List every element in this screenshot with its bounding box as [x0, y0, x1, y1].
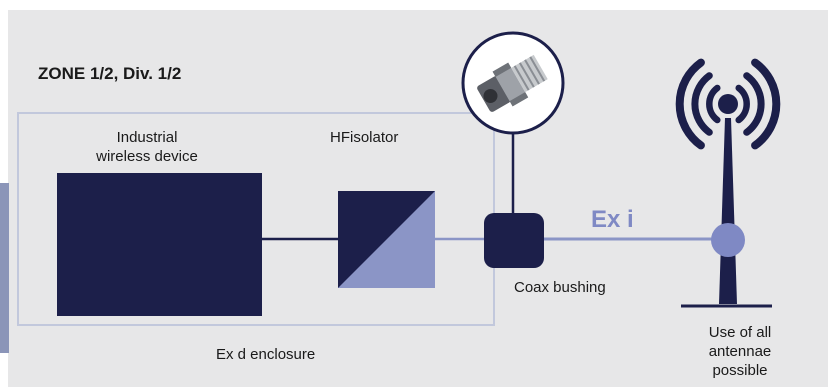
enclosure-label: Ex d enclosure: [216, 346, 316, 363]
industrial-wireless-device-block: [57, 173, 262, 316]
antenna-icon: [681, 94, 772, 308]
antenna-label-line-2: antennae possible: [708, 343, 772, 379]
device-label-line-2: wireless device: [96, 148, 198, 165]
coax-bushing-block: [484, 213, 544, 268]
device-label: Industrial wireless device: [82, 128, 212, 166]
radio-waves-icon: [675, 58, 781, 150]
antenna-label-line-1: Use of all: [708, 324, 772, 341]
isolator-label: HFisolator: [330, 129, 399, 146]
antenna-label: Use of all antennae possible: [680, 323, 800, 380]
ex-i-label: Ex i: [591, 206, 634, 233]
coax-connector-photo-icon: [461, 31, 565, 135]
left-accent-bar: [0, 183, 9, 353]
zone-label: ZONE 1/2, Div. 1/2: [38, 64, 182, 83]
bushing-label: Coax bushing: [514, 279, 606, 296]
device-label-line-1: Industrial: [116, 129, 178, 146]
hf-isolator-block: [338, 191, 435, 288]
